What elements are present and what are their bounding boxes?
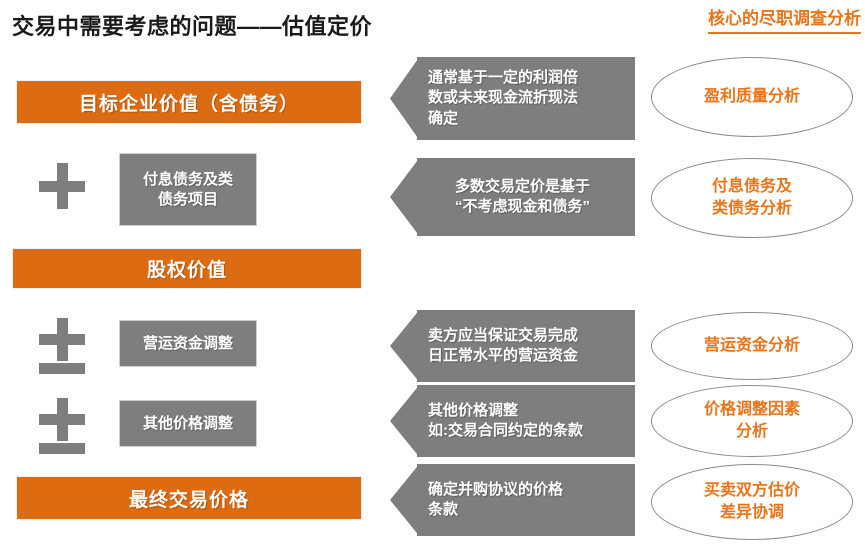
callout-line2: “不考虑现金和债务” (454, 198, 590, 215)
callout-line2: 如:交易合同约定的条款 (428, 422, 583, 439)
ellipse-line1: 价格调整因素 (703, 401, 800, 419)
analysis-ellipse-debt-like-items: 付息债务及 类债务分析 (651, 158, 853, 238)
callout-line2: 日正常水平的营运资金 (428, 347, 579, 364)
operator-plus-minus-other-price (39, 398, 85, 454)
header-right-label: 核心的尽职调查分析 (708, 4, 861, 34)
analysis-ellipse-earnings-quality: 盈利质量分析 (651, 57, 853, 137)
callout-arrow-valuation-method: 通常基于一定的利润倍 数或未来现金流折现法 确定 (390, 57, 635, 140)
callout-line1: 多数交易定价是基于 (454, 177, 590, 195)
adjustment-box-working-capital: 营运资金调整 (119, 320, 257, 367)
analysis-ellipse-working-capital: 营运资金分析 (651, 312, 853, 380)
adjustment-box-line1: 营运资金调整 (142, 334, 233, 352)
callout-line1: 卖方应当保证交易完成 (428, 326, 579, 344)
adjustment-box-other-price: 其他价格调整 (119, 400, 257, 447)
callout-line2: 数或未来现金流折现法 (428, 89, 579, 107)
value-bar-enterprise-value: 目标企业价值（含债务） (16, 80, 362, 124)
callout-arrow-final-agreement-terms: 确定并购协议的价格 条款 (390, 464, 635, 536)
callout-arrow-working-capital-warranty: 卖方应当保证交易完成 日正常水平的营运资金 (390, 310, 635, 382)
adjustment-box-line1: 付息债务及类 (142, 170, 233, 188)
callout-line3: 确定 (428, 109, 459, 127)
plus-minus-icon (39, 398, 85, 454)
callout-line1: 其他价格调整 (428, 401, 519, 419)
adjustment-box-line1: 其他价格调整 (142, 414, 233, 432)
analysis-ellipse-valuation-gap: 买卖双方估价 差异协调 (651, 464, 853, 540)
ellipse-line2: 差异协调 (719, 504, 784, 521)
ellipse-line1: 付息债务及 (711, 178, 792, 196)
callout-arrow-cash-free-debt-free: 多数交易定价是基于 “不考虑现金和债务” (390, 158, 635, 236)
callout-arrow-other-adjustments: 其他价格调整 如:交易合同约定的条款 (390, 385, 635, 457)
page-title: 交易中需要考虑的问题——估值定价 (12, 14, 373, 39)
adjustment-box-line2: 债务项目 (157, 190, 218, 208)
plus-minus-icon (39, 318, 85, 374)
value-bar-equity-value: 股权价值 (12, 248, 362, 289)
operator-plus-minus-working-capital (39, 318, 85, 374)
plus-icon (39, 163, 85, 209)
adjustment-box-interest-bearing-debt: 付息债务及类 债务项目 (119, 153, 257, 226)
callout-line1: 通常基于一定的利润倍 (428, 69, 579, 87)
callout-line2: 条款 (428, 501, 459, 518)
ellipse-line2: 分析 (735, 423, 768, 440)
operator-plus-debt (39, 163, 85, 209)
ellipse-line2: 类债务分析 (711, 200, 792, 217)
analysis-ellipse-price-adjustment-factors: 价格调整因素 分析 (651, 385, 853, 457)
value-bar-final-price: 最终交易价格 (16, 476, 362, 520)
ellipse-line1: 买卖双方估价 (703, 482, 800, 500)
ellipse-line1: 盈利质量分析 (703, 88, 800, 106)
callout-line1: 确定并购协议的价格 (428, 480, 564, 498)
ellipse-line1: 营运资金分析 (703, 337, 800, 355)
